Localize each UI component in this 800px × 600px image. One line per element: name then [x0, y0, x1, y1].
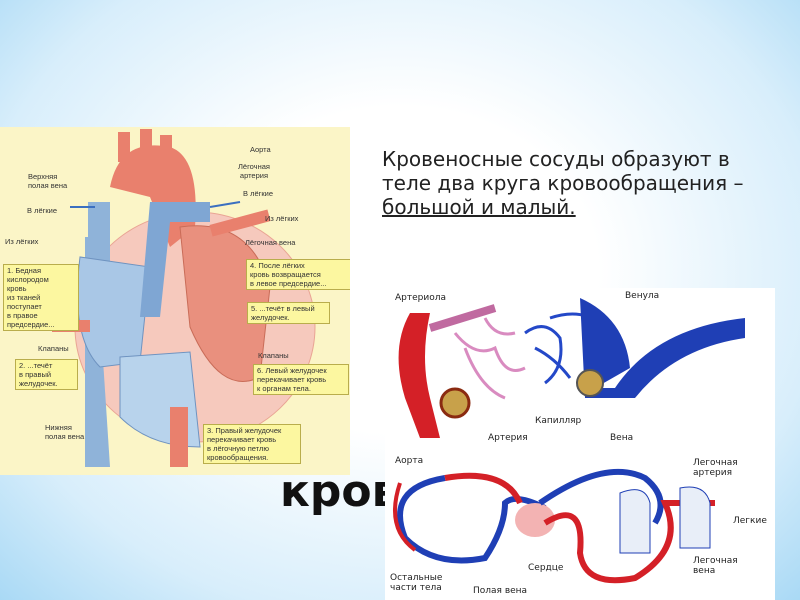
label-lungs: Легкие	[733, 516, 767, 526]
step-6-box: 6. Левый желудочек перекачивает кровь к …	[253, 364, 349, 395]
label-pulmonary-vein: Лёгочная вена	[245, 238, 296, 247]
label-artery: Артерия	[488, 433, 528, 443]
label-valves-left: Клапаны	[38, 344, 69, 353]
label-inferior-vena-cava: Нижняя полая вена	[45, 423, 85, 441]
label-aorta: Аорта	[250, 145, 271, 154]
step-5-box: 5. ...течёт в левый желудочек.	[247, 302, 330, 324]
label-superior-vena-cava: Верхняя полая вена	[28, 172, 68, 190]
label-pulmonary-artery-circuit: Легочная артерия	[693, 458, 738, 478]
label-capillary: Капилляр	[535, 416, 582, 426]
vessels-diagram: Артериола Венула Капилляр Артерия Вена А…	[385, 288, 775, 600]
label-to-lungs-left: В лёгкие	[27, 206, 58, 215]
label-venule: Венула	[625, 291, 660, 301]
heart-diagram: Аорта Лёгочная артерия Верхняя полая вен…	[0, 127, 350, 475]
step-3-box: 3. Правый желудочек перекачивает кровь в…	[203, 424, 301, 464]
slide-text: Кровеносные сосуды образуют в теле два к…	[382, 147, 772, 219]
label-arteriole: Артериола	[395, 293, 446, 303]
vessels-illustration	[393, 298, 745, 584]
step-1-box: 1. Бедная кислородом кровь из тканей пос…	[3, 264, 79, 331]
label-to-lungs-right: В лёгкие	[243, 189, 274, 198]
label-pulmonary-vein-circuit: Легочная вена	[693, 556, 738, 576]
intro-text: Кровеносные сосуды образуют в теле два к…	[382, 147, 744, 195]
label-valves-right: Клапаны	[258, 351, 289, 360]
label-heart: Сердце	[528, 563, 564, 573]
underlined-text: большой и малый.	[382, 195, 576, 219]
label-from-lungs-left: Из лёгких	[5, 237, 39, 246]
label-vein: Вена	[610, 433, 634, 443]
step-2-box: 2. ...течёт в правый желудочек.	[15, 359, 78, 390]
label-from-lungs-right: Из лёгких	[265, 214, 299, 223]
label-pulmonary-artery: Лёгочная артерия	[238, 162, 270, 180]
label-rest-of-body: Остальные части тела	[390, 573, 443, 593]
label-vena-cava: Полая вена	[473, 586, 528, 596]
label-aorta-circuit: Аорта	[395, 456, 424, 466]
step-4-box: 4. После лёгких кровь возвращается в лев…	[246, 259, 350, 290]
